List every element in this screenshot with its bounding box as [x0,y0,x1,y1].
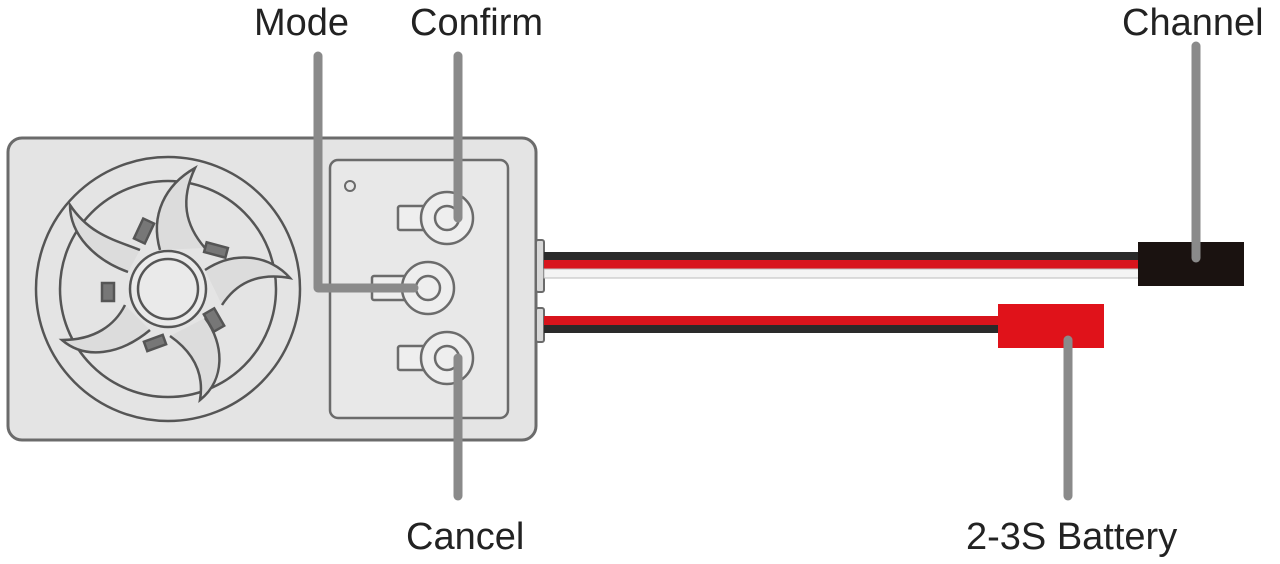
wire-exit-ports [535,239,545,343]
label-mode: Mode [254,2,350,44]
channel-plug [1138,242,1244,286]
label-battery: 2-3S Battery [966,516,1178,558]
label-cancel: Cancel [406,516,525,558]
label-channel: Channel [1122,2,1264,44]
channel-wire [543,252,1145,279]
battery-wire [544,316,1004,333]
label-confirm: Confirm [410,2,544,44]
leader-lines [313,41,1201,501]
leader-line-mode [313,51,419,293]
speaker-grille-icon [34,155,302,423]
battery-plug [998,304,1104,348]
mode-button[interactable] [370,260,456,316]
